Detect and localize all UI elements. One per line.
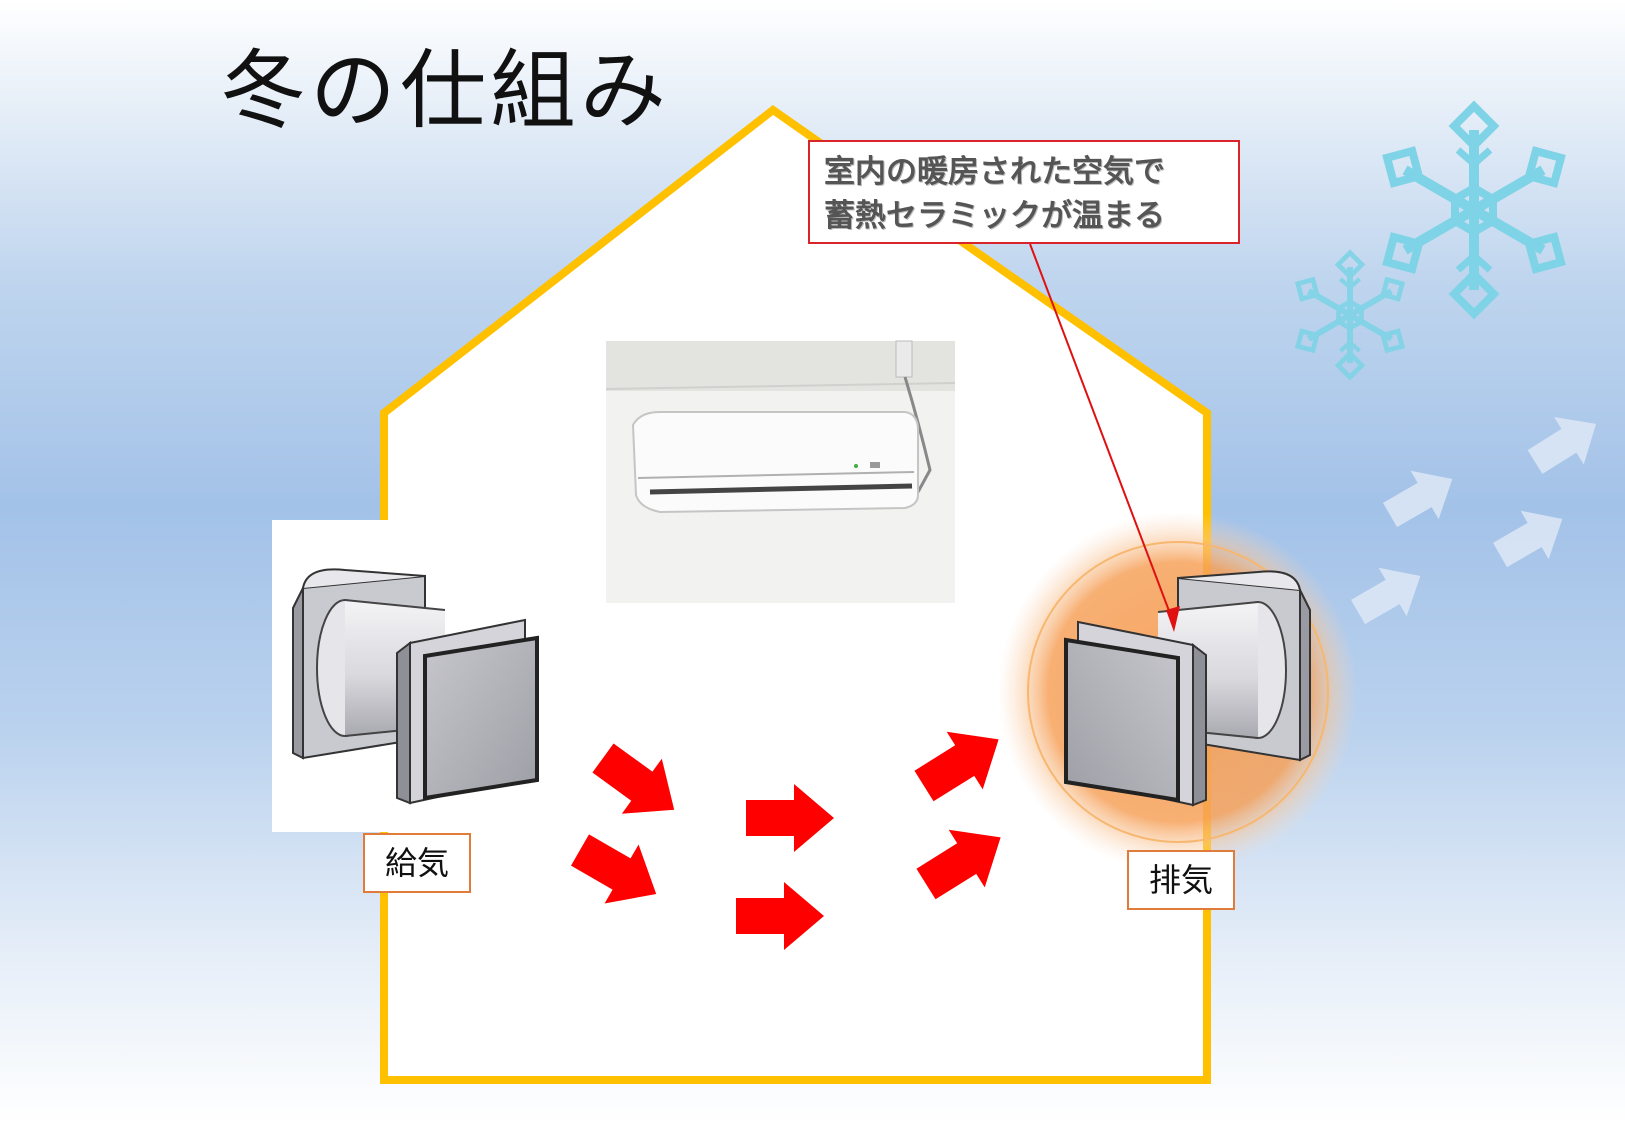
outside-airflow-arrows xyxy=(1344,400,1611,637)
callout-line-2: 蓄熱セラミックが温まる xyxy=(824,198,1165,234)
air-conditioner-image xyxy=(605,340,956,603)
callout-line-1: 室内の暖房された空気で xyxy=(824,154,1165,190)
snowflake-icon xyxy=(1298,253,1402,378)
callout-box: 室内の暖房された空気で 蓄熱セラミックが温まる xyxy=(808,140,1240,244)
ventilation-fan-image-exhaust xyxy=(1064,569,1312,807)
page-title: 冬の仕組み xyxy=(220,41,670,141)
callout-leader xyxy=(1029,243,1175,625)
supply-label: 給気 xyxy=(363,833,471,893)
exhaust-label: 排気 xyxy=(1127,850,1235,910)
ventilation-fan-image-supply xyxy=(272,520,563,832)
snowflake-icon xyxy=(1387,106,1561,314)
